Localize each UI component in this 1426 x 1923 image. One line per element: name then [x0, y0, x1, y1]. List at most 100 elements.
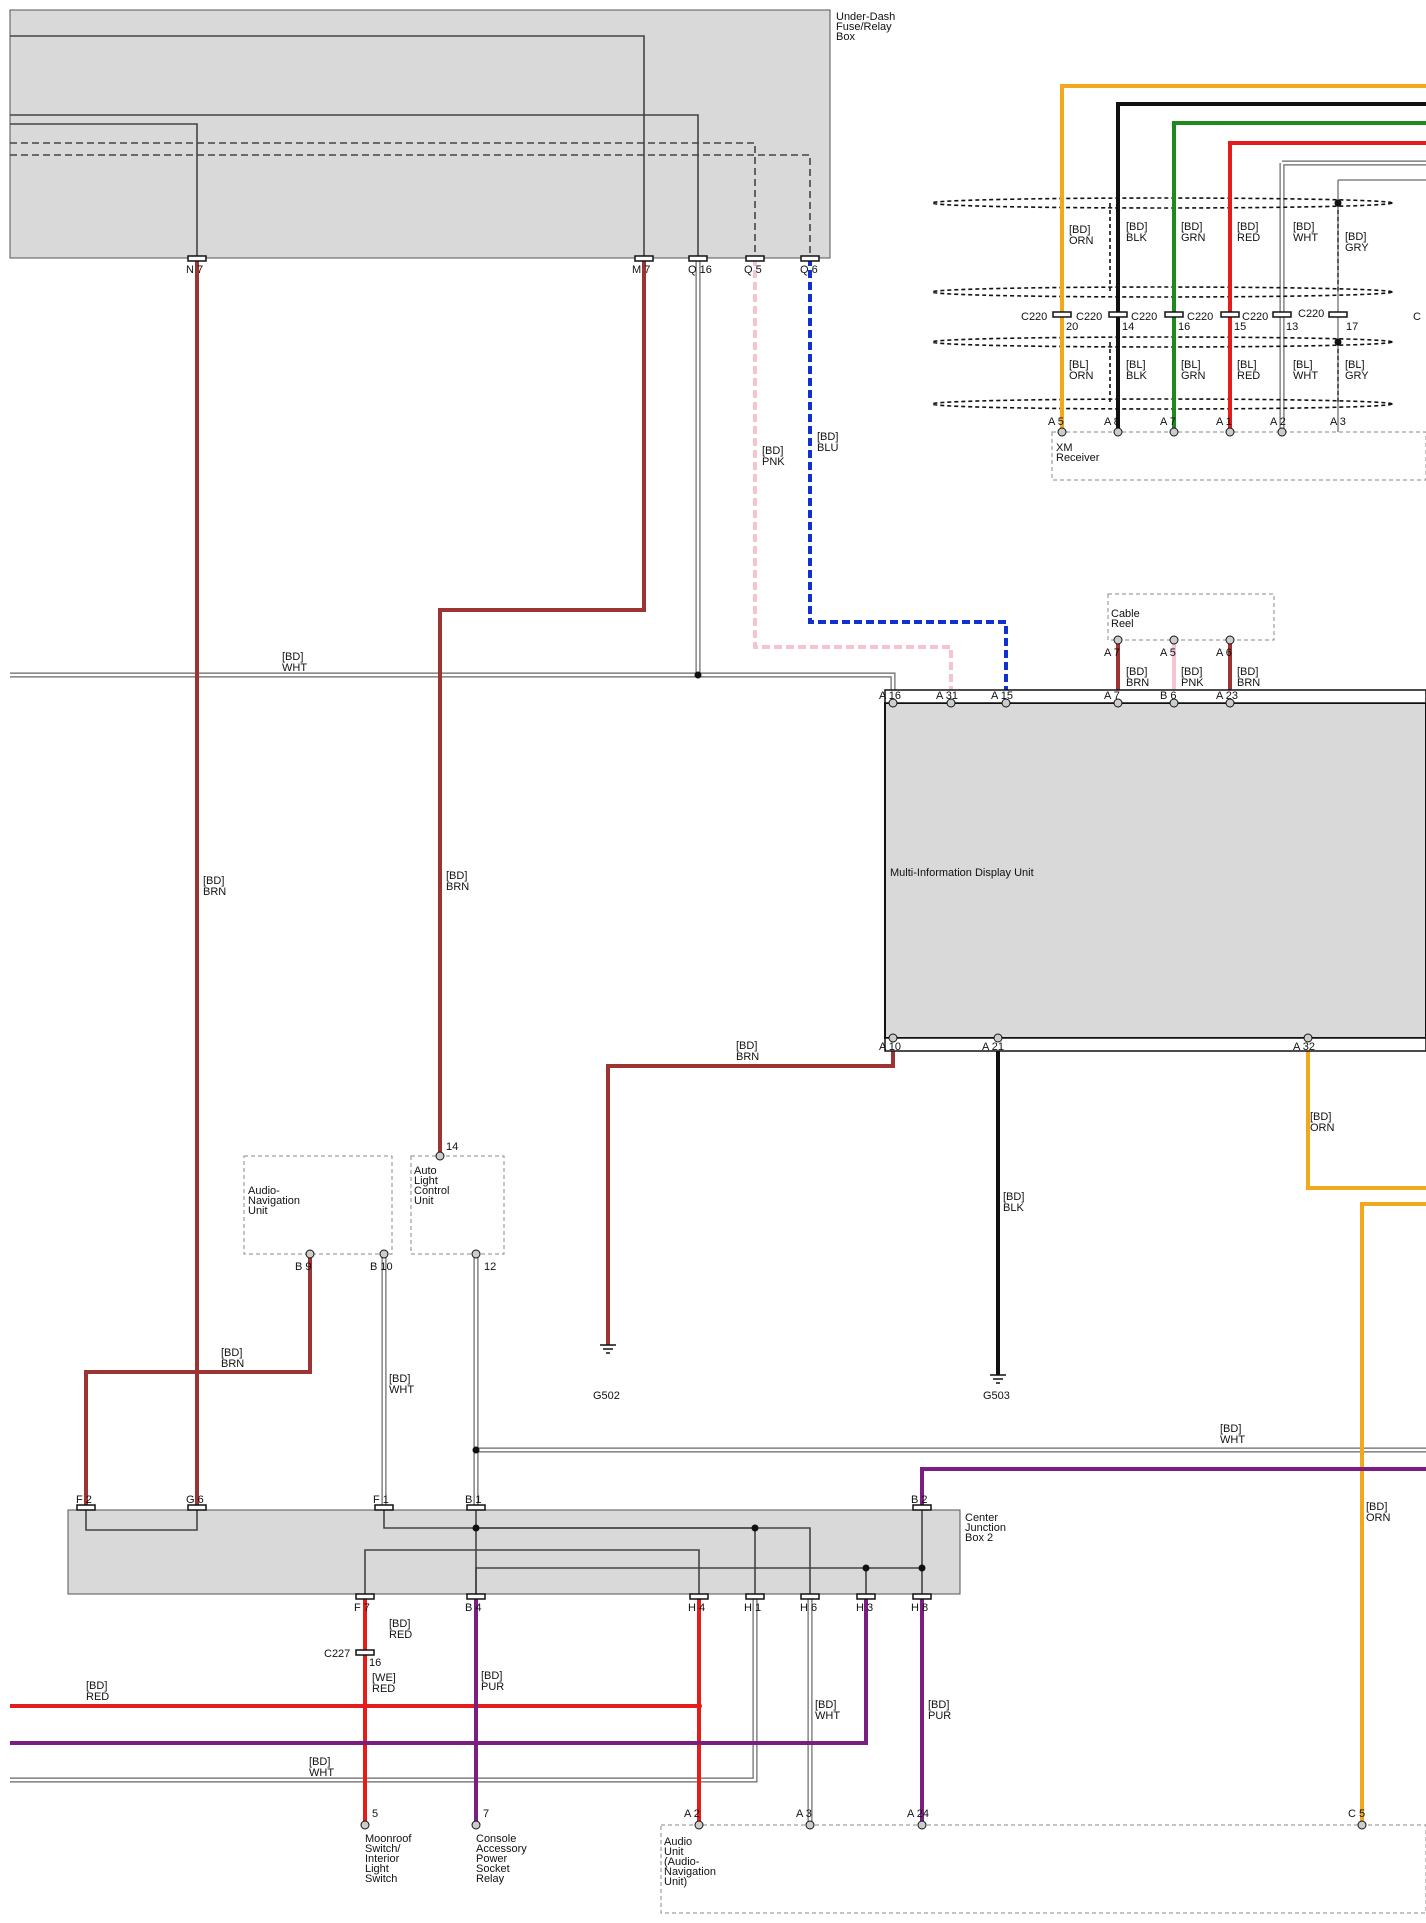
svg-text:[BD]WHT: [BD]WHT [389, 1373, 414, 1396]
svg-text:[BD]BRN: [BD]BRN [203, 875, 226, 898]
svg-text:[BD]BRN: [BD]BRN [1237, 666, 1260, 689]
svg-text:[BL]GRN: [BL]GRN [1181, 359, 1206, 382]
svg-text:[BD]PNK: [BD]PNK [1181, 666, 1204, 689]
wire-brn [84, 1254, 312, 1510]
wire-labels: [BD]ORN [BD]BLK [BD]GRN [BD]RED [BD]WHT … [86, 221, 1391, 1779]
svg-text:C220: C220 [1021, 311, 1047, 323]
ground-g503: G503 [983, 1390, 1010, 1402]
svg-text:[BL]GRY: [BL]GRY [1345, 359, 1369, 382]
svg-text:5: 5 [372, 1808, 378, 1820]
svg-text:C220: C220 [1298, 308, 1324, 320]
wire-pur [920, 1467, 1426, 1510]
svg-text:G 6: G 6 [186, 1494, 204, 1506]
wire-orn [1360, 1202, 1426, 1825]
ground-symbols [600, 1344, 1006, 1384]
splice-dot [918, 1564, 926, 1572]
svg-text:16: 16 [369, 1657, 381, 1669]
svg-text:C220: C220 [1187, 311, 1213, 323]
wire-brn [606, 1038, 895, 1345]
svg-text:[BD]PUR: [BD]PUR [928, 1699, 951, 1722]
svg-text:[BD]WHT: [BD]WHT [309, 1756, 334, 1779]
splice-dot [694, 671, 702, 679]
svg-text:A 2: A 2 [1270, 416, 1286, 428]
svg-text:H 8: H 8 [911, 1602, 928, 1614]
pin-circles [305, 427, 1367, 1830]
svg-text:A 10: A 10 [879, 1041, 901, 1053]
svg-text:[BD]GRY: [BD]GRY [1345, 231, 1369, 254]
splice-dot [696, 1703, 702, 1709]
audio-unit-box [660, 1824, 1426, 1914]
wire-pnk [753, 258, 953, 703]
audio-nav-box [243, 1155, 393, 1255]
shield-markers [931, 197, 1393, 410]
mid-unit-title: Multi-Information Display Unit [890, 867, 1034, 879]
svg-text:C 5: C 5 [1348, 1808, 1365, 1820]
svg-text:B 4: B 4 [465, 1602, 482, 1614]
svg-text:F 7: F 7 [354, 1602, 370, 1614]
svg-text:A 6: A 6 [1216, 647, 1232, 659]
wire-orn [1306, 1038, 1426, 1190]
svg-text:Q 6: Q 6 [800, 264, 818, 276]
center-jb-body [67, 1509, 961, 1595]
svg-text:[BD]BRN: [BD]BRN [221, 1347, 244, 1370]
fuse-box-body [9, 9, 831, 259]
splice-dot [862, 1564, 870, 1572]
svg-text:A 7: A 7 [1104, 647, 1120, 659]
svg-text:H 6: H 6 [800, 1602, 817, 1614]
svg-text:[BD]RED: [BD]RED [86, 1680, 109, 1703]
svg-text:H 3: H 3 [856, 1602, 873, 1614]
svg-text:[BD]ORN: [BD]ORN [1366, 1501, 1391, 1524]
splice-dot [472, 1524, 480, 1532]
svg-text:[BL]RED: [BL]RED [1237, 359, 1260, 382]
fuse-box-internal-lines [10, 35, 811, 258]
svg-text:[BD]BRN: [BD]BRN [736, 1040, 759, 1063]
svg-text:C: C [1413, 311, 1421, 323]
wire-blk [1116, 102, 1426, 432]
svg-text:[BD]GRN: [BD]GRN [1181, 221, 1206, 244]
wire-red [1228, 141, 1426, 432]
svg-text:[BD]BLU: [BD]BLU [817, 431, 838, 454]
svg-text:13: 13 [1286, 321, 1298, 333]
svg-text:[BD]PNK: [BD]PNK [762, 445, 785, 468]
svg-text:A 23: A 23 [1216, 690, 1238, 702]
svg-text:[BL]WHT: [BL]WHT [1293, 359, 1318, 382]
svg-text:C220: C220 [1242, 311, 1268, 323]
splice-dot [1334, 338, 1342, 346]
splice-dot [1334, 199, 1342, 207]
svg-text:7: 7 [483, 1808, 489, 1820]
svg-text:14: 14 [1122, 321, 1134, 333]
svg-text:A 8: A 8 [1104, 416, 1120, 428]
svg-text:A 2: A 2 [684, 1808, 700, 1820]
svg-text:B 9: B 9 [295, 1261, 312, 1273]
svg-text:A 24: A 24 [907, 1808, 929, 1820]
svg-text:17: 17 [1346, 321, 1358, 333]
svg-text:B 10: B 10 [370, 1261, 393, 1273]
svg-text:F 1: F 1 [373, 1494, 389, 1506]
svg-text:A 31: A 31 [936, 690, 958, 702]
svg-text:C220: C220 [1076, 311, 1102, 323]
mid-unit-body [884, 702, 1426, 1039]
svg-text:[BD]RED: [BD]RED [389, 1618, 412, 1641]
svg-text:A 15: A 15 [991, 690, 1013, 702]
cable-reel-box [1107, 593, 1275, 641]
auto-light-box [410, 1155, 505, 1255]
splice-dot [472, 1446, 480, 1454]
svg-text:N 7: N 7 [186, 264, 203, 276]
wire-pur [10, 1594, 868, 1745]
svg-text:15: 15 [1234, 321, 1246, 333]
svg-text:[BD]RED: [BD]RED [1237, 221, 1260, 244]
svg-text:14: 14 [446, 1141, 458, 1153]
svg-text:[BD]WHT: [BD]WHT [1220, 1423, 1245, 1446]
svg-text:A 1: A 1 [1216, 416, 1232, 428]
svg-text:[BD]WHT: [BD]WHT [1293, 221, 1318, 244]
wire-brn [438, 258, 646, 1156]
svg-text:[BL]ORN: [BL]ORN [1069, 359, 1094, 382]
svg-text:[BD]BLK: [BD]BLK [1003, 1191, 1024, 1214]
svg-text:M 7: M 7 [632, 264, 650, 276]
svg-text:[BD]ORN: [BD]ORN [1069, 224, 1094, 247]
